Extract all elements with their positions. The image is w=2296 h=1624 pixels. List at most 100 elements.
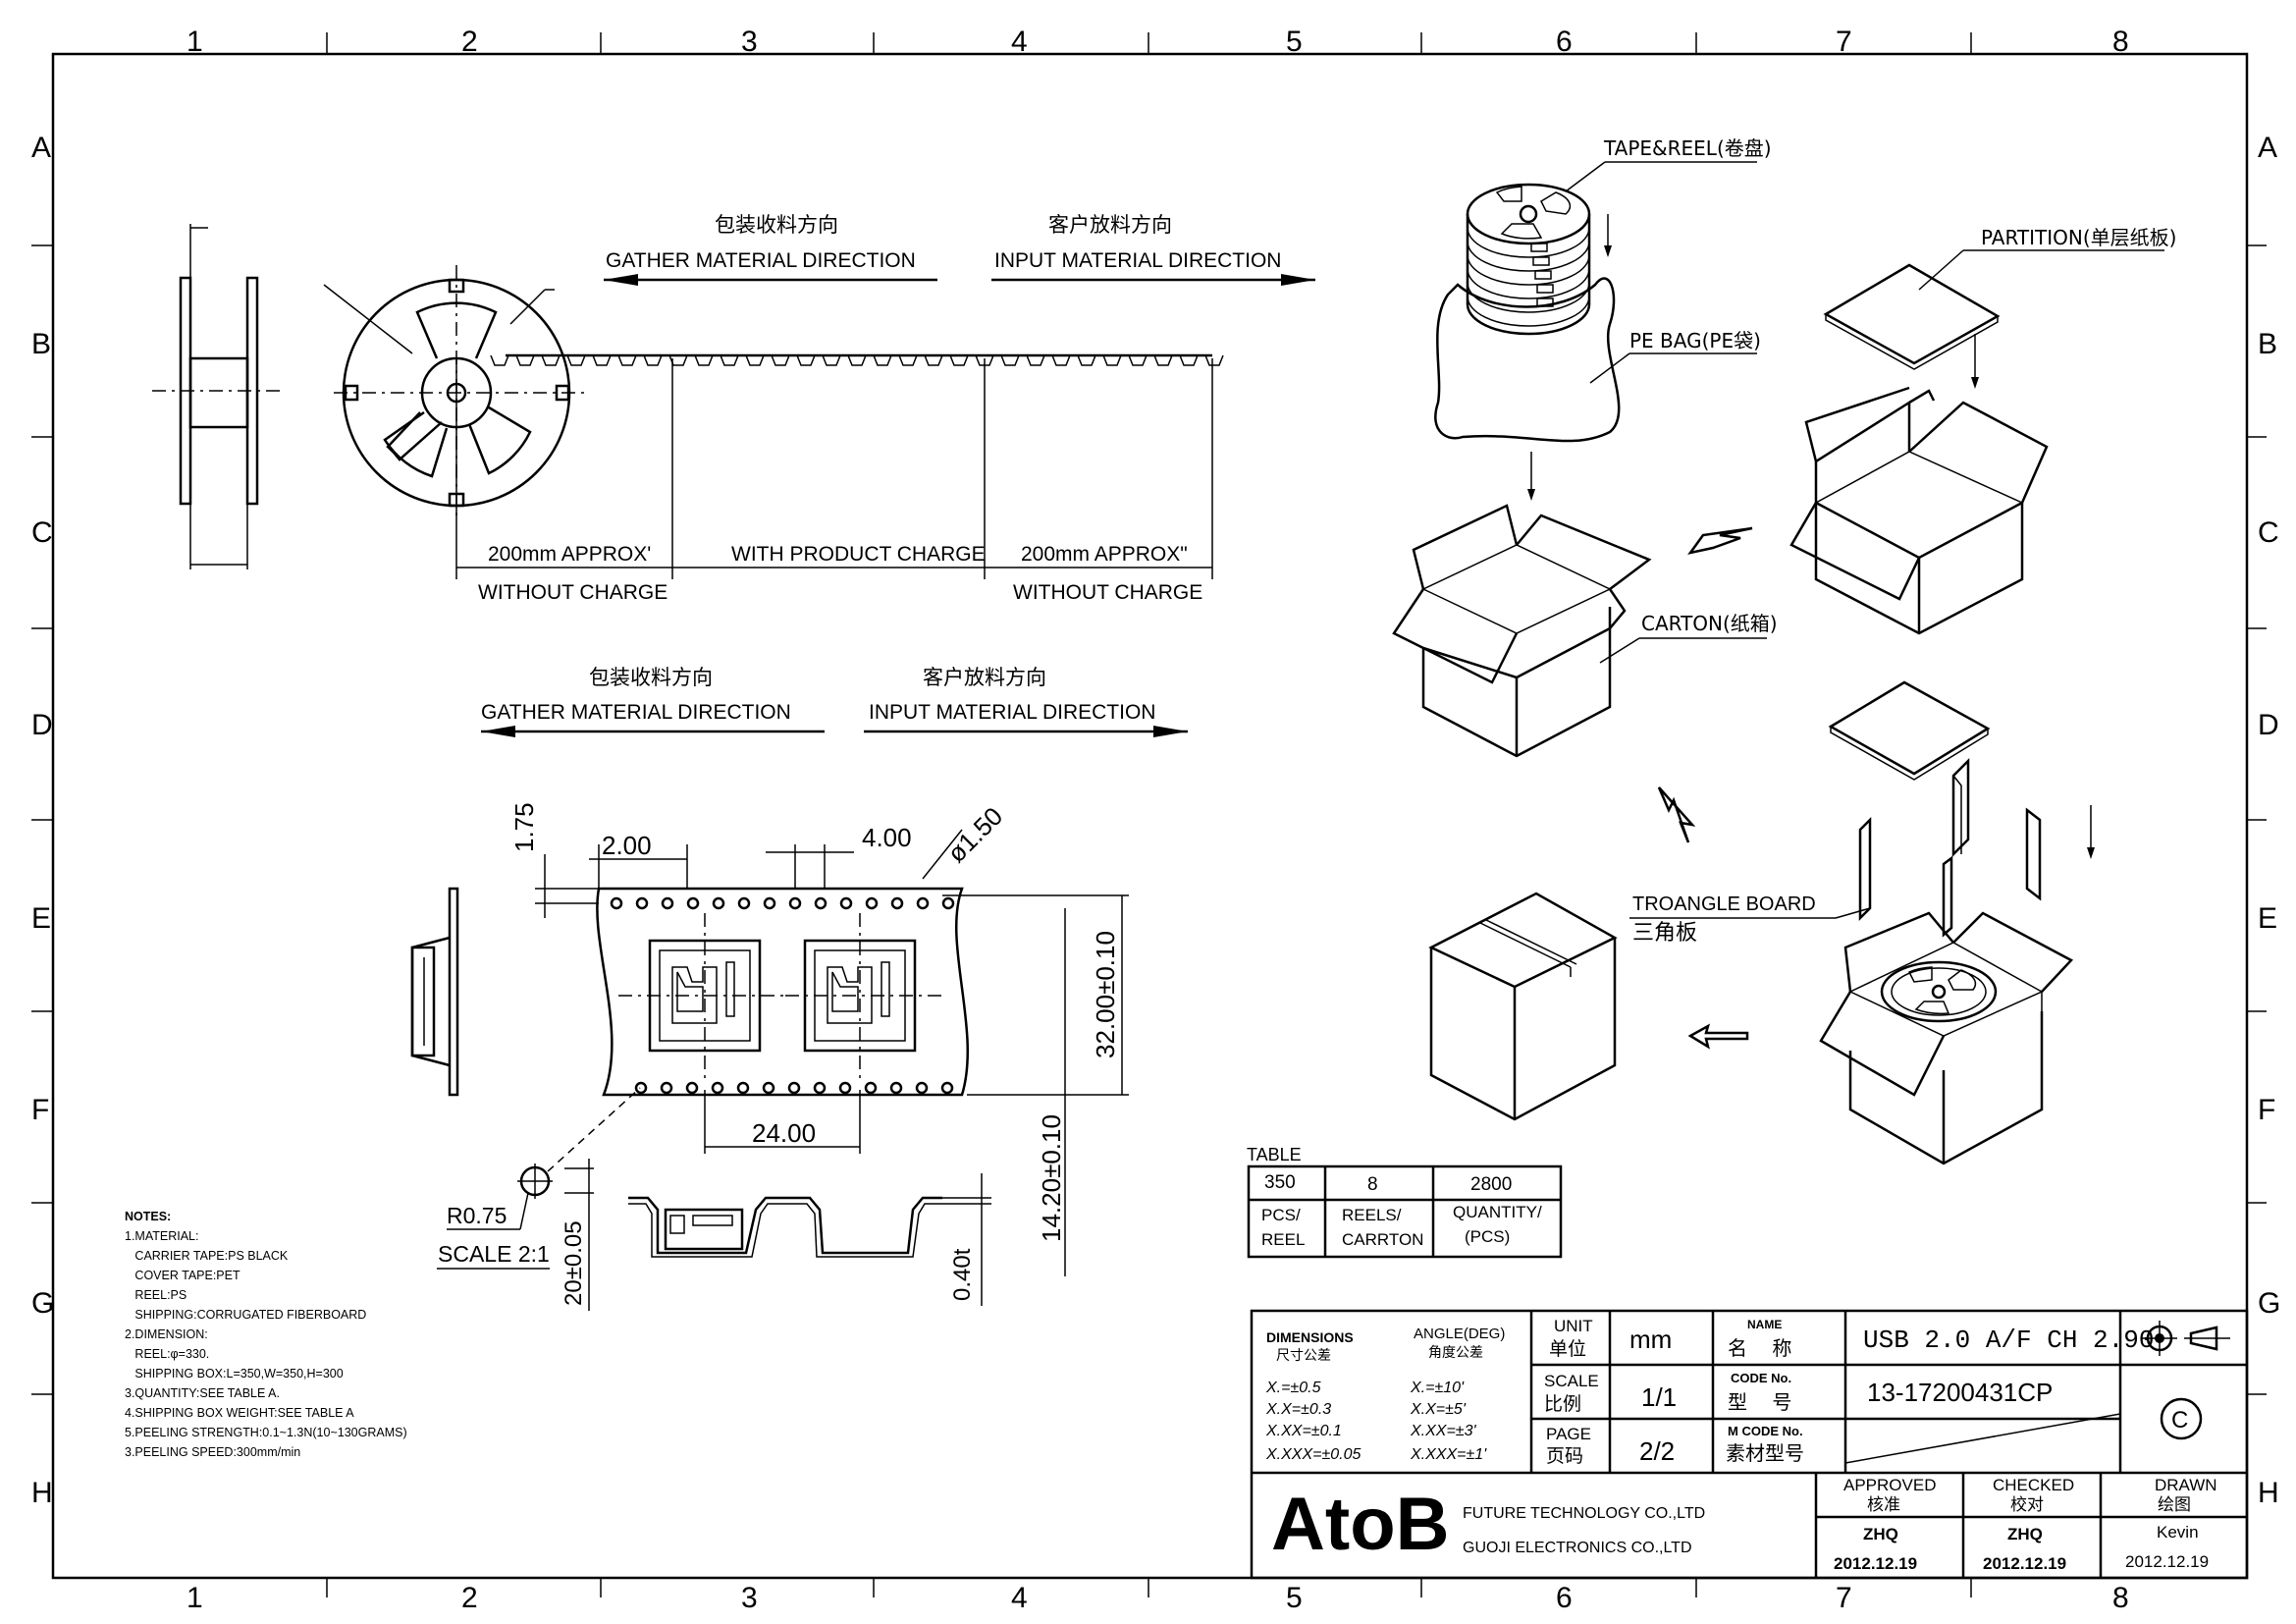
col-label-5-top: 5 xyxy=(1286,26,1303,58)
row-label-b-left: B xyxy=(31,328,51,360)
tape-pocket xyxy=(1077,354,1096,366)
tape-pocket xyxy=(1051,354,1071,366)
projection-symbol-icon xyxy=(2142,1321,2230,1356)
tb-scale-val: 1/1 xyxy=(1641,1382,1677,1412)
tb-drawn-date: 2012.12.19 xyxy=(2125,1552,2209,1571)
title-block: DIMENSIONS 尺寸公差 ANGLE(DEG) 角度公差 X.=±0.5 … xyxy=(1250,1309,2249,1580)
tape-pocket xyxy=(796,354,816,366)
tb-approved-date: 2012.12.19 xyxy=(1834,1554,1917,1573)
tb-checked-by: ZHQ xyxy=(2007,1525,2043,1543)
tb-scale-cn: 比例 xyxy=(1544,1393,1581,1415)
col-label-3-bottom: 3 xyxy=(741,1582,758,1614)
dim-hole-150: ø1.50 xyxy=(941,801,1008,868)
col-label-2-bottom: 2 xyxy=(461,1582,478,1614)
sprocket-hole xyxy=(711,1081,724,1095)
tape-top-view xyxy=(535,829,1129,1276)
sprocket-hole xyxy=(686,896,700,910)
sprocket-hole xyxy=(814,896,828,910)
row-label-g-right: G xyxy=(2258,1287,2280,1320)
tb-page-val: 2/2 xyxy=(1639,1436,1675,1466)
copyright-icon xyxy=(2160,1397,2203,1440)
company-name-1: FUTURE TECHNOLOGY CO.,LTD xyxy=(1463,1505,1705,1522)
tb-tol-dim: X.X=±0.3 xyxy=(1265,1401,1331,1418)
note-line: 5.PEELING STRENGTH:0.1~1.3N(10~130GRAMS) xyxy=(125,1426,407,1439)
sprocket-hole xyxy=(839,896,853,910)
col-label-4-top: 4 xyxy=(1011,26,1028,58)
tape-pocket xyxy=(1102,354,1122,366)
tape-pocket xyxy=(592,354,612,366)
tb-unit-val: mm xyxy=(1629,1325,1672,1354)
tb-code-val: 13-17200431CP xyxy=(1867,1378,2053,1407)
tb-name-val: USB 2.0 A/F CH 2.90 xyxy=(1863,1326,2154,1355)
tb-tol-ang: X.XX=±3' xyxy=(1410,1423,1476,1439)
tb-tol-dim: X.=±0.5 xyxy=(1265,1380,1321,1396)
partition-sheet-bottom xyxy=(1828,680,1991,781)
tb-name-cn: 名 称 xyxy=(1728,1336,1791,1360)
packing-labels: TAPE&REEL(卷盘) PE BAG(PE袋) PARTITION(单层纸板… xyxy=(1565,136,2176,946)
tb-approved-by: ZHQ xyxy=(1863,1525,1898,1543)
row-label-c-left: C xyxy=(31,516,53,549)
leader-right-label: 200mm APPROX" xyxy=(1021,543,1188,566)
carton-closed xyxy=(1428,892,1618,1121)
reel-side-view xyxy=(152,224,285,569)
note-line: 3.PEELING SPEED:300mm/min xyxy=(125,1445,300,1459)
tb-drawn-en: DRAWN xyxy=(2155,1476,2217,1494)
tape-pocket xyxy=(924,354,943,366)
tb-unit-en: UNIT xyxy=(1554,1317,1593,1335)
tb-angle-en: ANGLE(DEG) xyxy=(1414,1326,1505,1342)
tape-pocket xyxy=(1026,354,1045,366)
drawing-frame: 1 2 3 4 5 6 7 8 1 2 3 4 5 6 7 8 A B C D … xyxy=(31,26,2280,1614)
row-label-g-left: G xyxy=(31,1287,54,1320)
sprocket-hole xyxy=(788,896,802,910)
sprocket-hole xyxy=(940,1081,954,1095)
col-label-8-bottom: 8 xyxy=(2112,1582,2129,1614)
col-label-1-top: 1 xyxy=(187,26,203,58)
col-label-6-bottom: 6 xyxy=(1556,1582,1573,1614)
table-lbl-quantity-2: (PCS) xyxy=(1465,1227,1510,1246)
note-line: 3.QUANTITY:SEE TABLE A. xyxy=(125,1386,280,1400)
sprocket-hole xyxy=(712,896,725,910)
reel-gather-cn: 包装收料方向 xyxy=(715,213,838,237)
carrier-tape-strip xyxy=(455,353,1224,579)
tb-tol-dim: X.XX=±0.1 xyxy=(1265,1423,1342,1439)
row-label-b-right: B xyxy=(2258,328,2277,360)
label-partition: PARTITION(单层纸板) xyxy=(1981,226,2176,249)
tb-dimensions-cn: 尺寸公差 xyxy=(1276,1348,1331,1364)
carton-open-top-right xyxy=(1789,386,2049,635)
sprocket-hole xyxy=(865,896,879,910)
sprocket-hole xyxy=(890,896,904,910)
tb-page-cn: 页码 xyxy=(1546,1445,1583,1467)
tb-approved-en: APPROVED xyxy=(1843,1476,1936,1494)
table-a: TABLE 350 8 2800 PCS/ REEL REELS/ CARRTO… xyxy=(1247,1145,1563,1259)
sprocket-hole xyxy=(915,1081,929,1095)
tb-drawn-by: Kevin xyxy=(2157,1523,2199,1542)
tape-pocket xyxy=(643,354,663,366)
reel-direction-arrows: 包装收料方向 GATHER MATERIAL DIRECTION 客户放料方向 … xyxy=(478,213,1315,604)
tape-pocket xyxy=(668,354,688,366)
tape-gather-cn: 包装收料方向 xyxy=(589,666,713,689)
table-caption: TABLE xyxy=(1247,1145,1302,1164)
tape-pocket xyxy=(1128,354,1148,366)
row-label-e-right: E xyxy=(2258,902,2277,935)
reel-input-cn: 客户放料方向 xyxy=(1048,213,1172,237)
sprocket-hole xyxy=(685,1081,699,1095)
tb-tol-ang: X.X=±5' xyxy=(1410,1401,1467,1418)
tape-pocket xyxy=(745,354,765,366)
reel-input-en: INPUT MATERIAL DIRECTION xyxy=(994,249,1281,272)
tape-pocket xyxy=(822,354,841,366)
note-line: 2.DIMENSION: xyxy=(125,1327,208,1341)
tape-pocket xyxy=(1179,354,1199,366)
sprocket-hole xyxy=(762,1081,775,1095)
sprocket-hole xyxy=(634,1081,648,1095)
tape-side-profile xyxy=(410,887,459,1097)
label-triangle-en: TROANGLE BOARD xyxy=(1632,893,1816,915)
row-label-e-left: E xyxy=(31,902,51,935)
flow-arrows xyxy=(1657,526,1753,1050)
tape-pocket xyxy=(617,354,637,366)
tape-pocket xyxy=(847,354,867,366)
sprocket-hole xyxy=(763,896,776,910)
note-line: SHIPPING BOX:L=350,W=350,H=300 xyxy=(125,1367,344,1380)
carton-with-reel xyxy=(1819,855,2074,1165)
col-label-2-top: 2 xyxy=(461,26,478,58)
sprocket-hole xyxy=(813,1081,827,1095)
